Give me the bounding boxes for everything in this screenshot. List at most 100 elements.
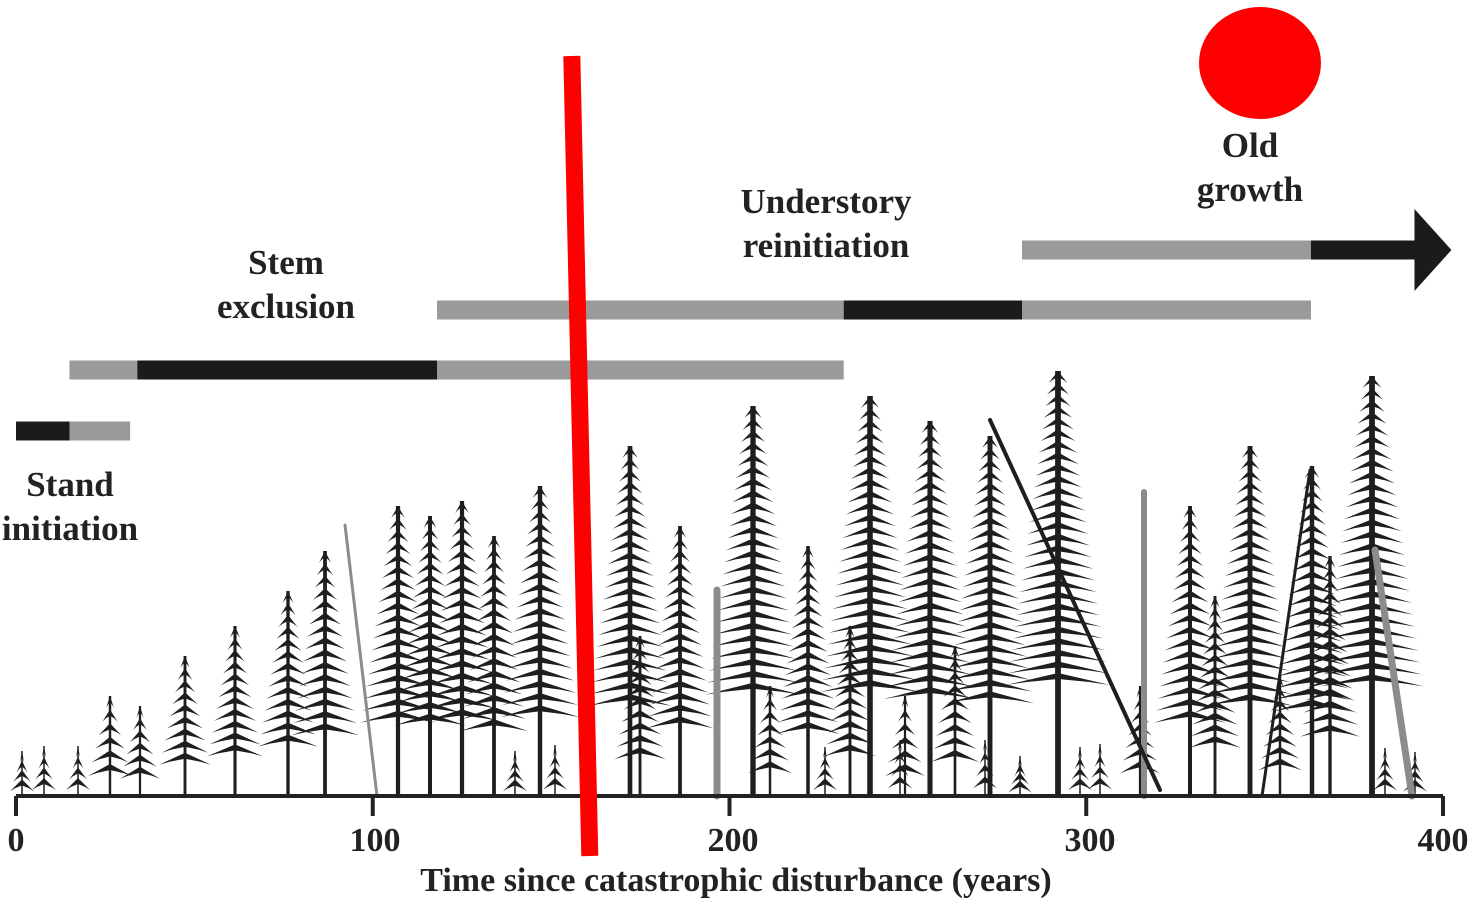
tree-silhouettes <box>10 371 1427 800</box>
tree-crown <box>1320 376 1424 687</box>
tree-crown <box>291 551 359 736</box>
tree-crown <box>820 396 920 692</box>
snag <box>988 418 1162 792</box>
conifer-tree <box>1258 676 1302 796</box>
seedling-tree <box>1403 752 1427 796</box>
time-axis <box>14 794 1445 816</box>
stage-label-line1: Stand <box>26 465 114 504</box>
stage-bar-segment <box>16 421 70 441</box>
seedling-tree <box>1088 744 1112 796</box>
tree-crown <box>888 740 912 789</box>
tree-crown <box>360 506 436 723</box>
tree-crown <box>424 501 500 722</box>
conifer-tree <box>1189 596 1241 796</box>
stage-label-stand-initiation: Stand initiation <box>0 463 180 551</box>
tick-label-100: 100 <box>349 822 401 859</box>
conifer-tree <box>394 516 466 796</box>
conifer-tree <box>614 636 666 796</box>
conifer-tree <box>500 486 580 796</box>
conifer-tree <box>776 546 840 796</box>
tree-crown <box>394 516 466 726</box>
tree-crown <box>946 436 1034 704</box>
old-growth-arrow-head <box>1414 209 1452 291</box>
tree-crown <box>500 486 580 718</box>
snag <box>1260 468 1312 798</box>
seedling-tree <box>1373 748 1397 796</box>
tree-crown <box>1006 371 1110 685</box>
stage-label-line2: growth <box>1196 170 1304 209</box>
stage-bar-segment <box>1022 240 1311 260</box>
tick-label-400: 400 <box>1417 822 1469 859</box>
seedling-tree <box>32 746 56 796</box>
seedling-tree <box>973 740 997 796</box>
conifer-tree <box>460 536 528 796</box>
stage-label-understory-reinitiation: Understory reinitiation <box>706 180 946 268</box>
snag <box>343 523 379 798</box>
tree-crown <box>776 546 840 734</box>
stage-label-line1: Old <box>1221 126 1279 165</box>
seedling-tree <box>503 751 527 796</box>
red-marker-dot <box>1199 7 1321 119</box>
conifer-tree <box>424 501 500 796</box>
seedling-tree <box>66 746 90 796</box>
conifer-tree <box>120 706 160 796</box>
conifer-tree <box>159 656 211 796</box>
stage-bar-segment <box>69 421 131 441</box>
tree-crown <box>884 421 976 699</box>
conifer-tree <box>1120 686 1160 796</box>
tree-crown <box>646 526 714 729</box>
conifer-tree <box>588 446 672 796</box>
tree-crown <box>824 626 876 757</box>
tick-label-0: 0 <box>7 822 25 859</box>
tree-crown <box>1120 686 1160 774</box>
stage-bar-segment <box>843 300 1023 320</box>
conifer-tree <box>291 551 359 796</box>
seedling-tree <box>813 747 837 796</box>
stage-label-line1: Understory <box>740 182 912 221</box>
stage-label-line2: exclusion <box>216 287 356 326</box>
stage-bar-segment <box>437 360 844 380</box>
tree-crown <box>1206 446 1294 706</box>
tree-crown <box>813 747 837 791</box>
tree-crown <box>588 446 672 706</box>
tree-crown <box>973 740 997 789</box>
tree-crown <box>931 646 979 762</box>
conifer-tree <box>931 646 979 796</box>
seedling-tree <box>10 751 34 796</box>
tree-crown <box>885 696 925 776</box>
tick-label-300: 300 <box>1064 822 1116 859</box>
tree-crown <box>1258 676 1302 771</box>
conifer-tree <box>946 436 1034 796</box>
conifer-tree <box>1006 371 1110 796</box>
tree-crown <box>1008 756 1032 793</box>
seedling-tree <box>1008 756 1032 796</box>
conifer-tree <box>207 626 263 796</box>
stage-label-line1: Stem <box>248 243 324 282</box>
tree-crown <box>705 406 801 695</box>
conifer-tree <box>88 696 132 796</box>
annotation-markers <box>563 7 1321 857</box>
stage-bar-segment <box>1311 240 1415 260</box>
conifer-tree <box>1206 446 1294 796</box>
tree-crown <box>32 746 56 790</box>
tree-crown <box>748 686 792 774</box>
tree-crown <box>1300 556 1360 737</box>
tree-crown <box>1373 748 1397 791</box>
stage-bar-segment <box>137 360 438 380</box>
conifer-tree <box>748 686 792 796</box>
conifer-tree <box>824 626 876 796</box>
conifer-tree <box>1272 466 1352 796</box>
stage-bar-segment <box>69 360 138 380</box>
tree-crown <box>543 745 567 790</box>
tree-crown <box>120 706 160 779</box>
seedling-tree <box>543 745 567 796</box>
tree-crown <box>66 746 90 790</box>
seedling-tree <box>1068 747 1092 796</box>
conifer-tree <box>885 696 925 796</box>
axis-title: Time since catastrophic disturbance (yea… <box>420 862 1052 899</box>
tree-crown <box>88 696 132 776</box>
tree-crown <box>159 656 211 765</box>
tick-label-200: 200 <box>707 822 759 859</box>
conifer-tree <box>705 406 801 796</box>
